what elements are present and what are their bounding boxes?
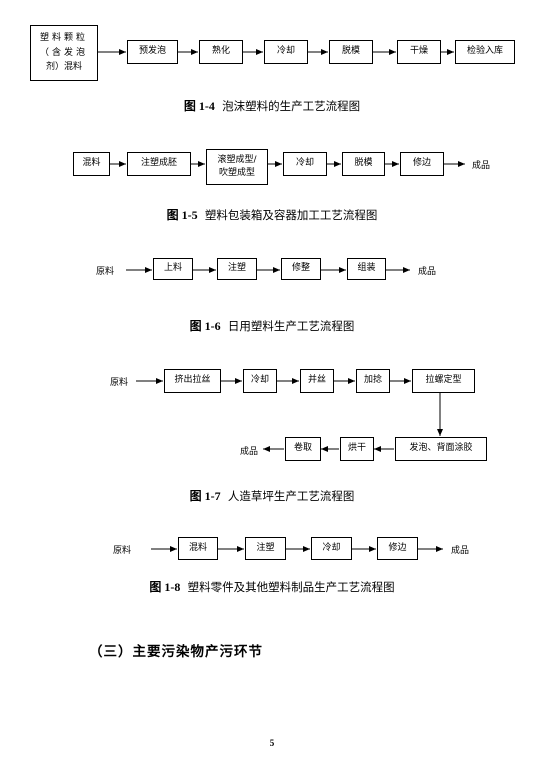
section-heading: （三）主要污染物产污环节 (89, 644, 263, 660)
fig5-caption-text: 塑料包装箱及容器加工工艺流程图 (204, 208, 378, 222)
fig4-step-cooling: 冷却 (264, 40, 308, 64)
fig4-step-demold: 脱模 (329, 40, 373, 64)
fig7-step-combine-filament: 并丝 (300, 369, 334, 393)
fig6-caption-text: 日用塑料生产工艺流程图 (227, 319, 355, 333)
fig4-source-line-2: （含发泡 (39, 47, 88, 58)
fig6-caption-number: 图 1-6 (189, 319, 221, 333)
fig7-caption-number: 图 1-7 (189, 489, 221, 503)
fig8-caption-text: 塑料零件及其他塑料制品生产工艺流程图 (187, 580, 395, 594)
fig4-caption: 图 1-4 泡沫塑料的生产工艺流程图 (0, 97, 544, 114)
fig8-step-injection: 注塑 (245, 537, 286, 560)
fig6-step-loading: 上料 (153, 258, 193, 280)
fig8-step-cooling: 冷却 (311, 537, 352, 560)
fig5-step-mixing: 混料 (73, 152, 110, 176)
fig8-caption-number: 图 1-8 (149, 580, 181, 594)
fig6-step-assembly: 组装 (347, 258, 386, 280)
fig8-step-trimming: 修边 (377, 537, 418, 560)
fig5-output-label: 成品 (472, 161, 491, 171)
fig4-step-drying: 干燥 (397, 40, 441, 64)
fig7-input-label: 原料 (110, 378, 129, 388)
fig7-output-label: 成品 (240, 447, 259, 457)
fig7-step-drying: 烘干 (340, 437, 374, 461)
fig5-step-demold: 脱模 (342, 152, 385, 176)
fig5-step-injection-blank: 注塑成胚 (127, 152, 191, 176)
fig6-output-label: 成品 (418, 267, 437, 277)
fig8-step-mixing: 混料 (178, 537, 218, 560)
fig4-step-curing: 熟化 (199, 40, 243, 64)
fig4-step-prefoam: 预发泡 (127, 40, 178, 64)
fig5-caption: 图 1-5 塑料包装箱及容器加工工艺流程图 (0, 206, 544, 223)
fig7-step-foam-backcoat: 发泡、背面涂胶 (395, 437, 487, 461)
fig7-step-twisting: 加捻 (356, 369, 390, 393)
fig6-input-label: 原料 (96, 267, 115, 277)
fig4-source-line-3: 剂）混料 (45, 62, 82, 73)
fig8-input-label: 原料 (113, 546, 132, 556)
fig4-source-line-1: 塑料颗粒 (39, 33, 88, 44)
fig4-source-box: 塑料颗粒 （含发泡 剂）混料 (30, 25, 98, 81)
fig7-step-winding: 卷取 (285, 437, 321, 461)
fig5-caption-number: 图 1-5 (166, 208, 198, 222)
fig7-caption: 图 1-7 人造草坪生产工艺流程图 (0, 487, 544, 504)
fig6-step-injection: 注塑 (217, 258, 257, 280)
fig7-step-extrude-draw: 挤出拉丝 (164, 369, 221, 393)
fig7-step-set-spiral: 拉螺定型 (412, 369, 475, 393)
fig5-step-cooling: 冷却 (283, 152, 327, 176)
fig5-step-trimming: 修边 (400, 152, 444, 176)
fig4-caption-text: 泡沫塑料的生产工艺流程图 (222, 99, 361, 113)
fig7-caption-text: 人造草坪生产工艺流程图 (227, 489, 355, 503)
fig5-step-rotomold-blowmold: 滚塑成型/吹塑成型 (206, 149, 268, 185)
fig7-step-cooling: 冷却 (243, 369, 277, 393)
fig4-step-inspect-store: 检验入库 (455, 40, 515, 64)
fig6-step-finishing: 修整 (281, 258, 321, 280)
page-number: 5 (269, 738, 275, 748)
fig8-output-label: 成品 (451, 546, 470, 556)
fig4-caption-number: 图 1-4 (183, 99, 215, 113)
fig8-caption: 图 1-8 塑料零件及其他塑料制品生产工艺流程图 (0, 578, 544, 595)
fig6-caption: 图 1-6 日用塑料生产工艺流程图 (0, 317, 544, 334)
